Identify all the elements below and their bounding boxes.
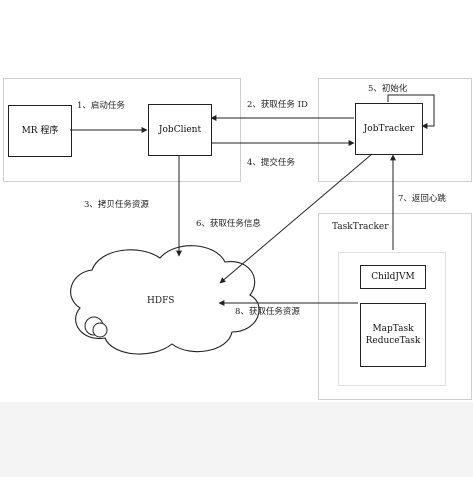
tasktracker-title: TaskTracker (332, 222, 389, 232)
edge-label-4: 4、提交任务 (247, 158, 295, 168)
childjvm-node: ChildJVM (360, 265, 426, 289)
reducetask-label: ReduceTask (365, 336, 421, 346)
hdfs-cloud (70, 245, 260, 355)
jobtracker-label: JobTracker (363, 124, 415, 134)
bottom-shade (0, 402, 473, 477)
jobclient-label: JobClient (158, 125, 202, 135)
edge-label-1: 1、启动任务 (77, 101, 125, 111)
mr-program-node: MR 程序 (8, 105, 72, 157)
task-node: MapTask ReduceTask (360, 303, 426, 367)
edge-label-3: 3、拷贝任务资源 (84, 200, 149, 210)
mr-program-label: MR 程序 (21, 126, 59, 136)
edge-label-6: 6、获取任务信息 (196, 219, 261, 229)
edge-label-2: 2、获取任务 ID (247, 100, 308, 110)
edge-label-8: 8、获取任务资源 (235, 307, 300, 317)
maptask-label: MapTask (372, 324, 414, 334)
hdfs-label: HDFS (147, 296, 175, 306)
childjvm-label: ChildJVM (371, 272, 415, 282)
jobclient-node: JobClient (148, 104, 212, 156)
edge-label-5: 5、初始化 (368, 84, 408, 94)
jobtracker-node: JobTracker (355, 103, 423, 155)
edge-label-7: 7、返回心跳 (398, 194, 446, 204)
